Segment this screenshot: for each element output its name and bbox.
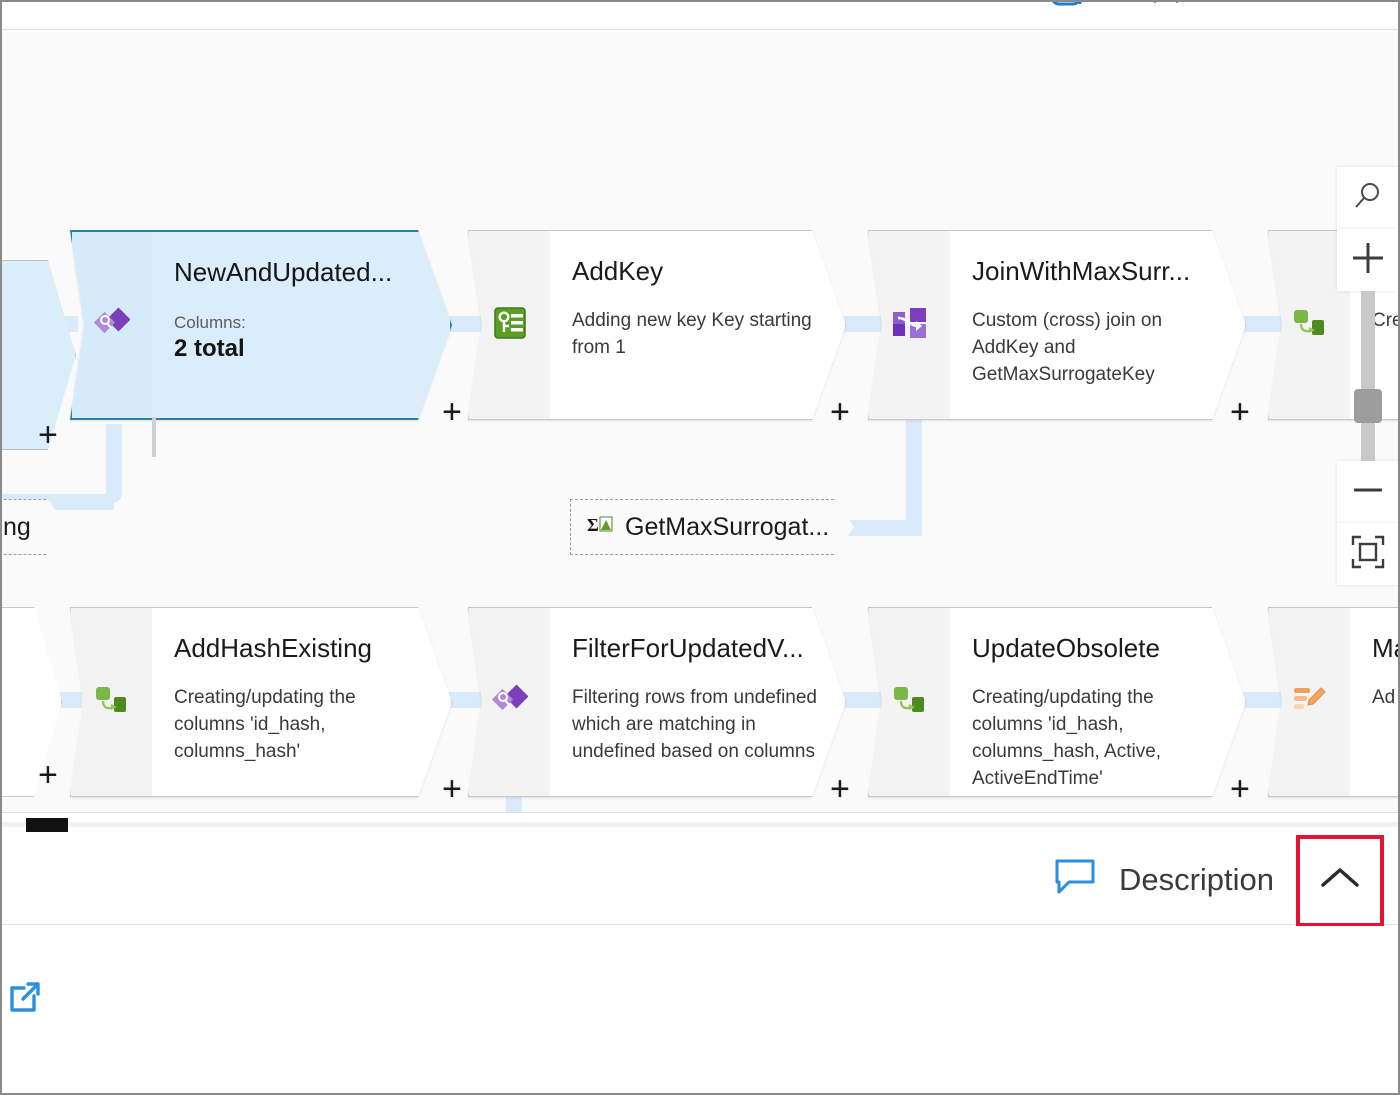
toolbar-icon-group bbox=[1046, 2, 1288, 14]
description-detail-pane bbox=[2, 926, 1398, 1093]
node-body[interactable]: AddHashExisting Creating/updating the co… bbox=[152, 607, 452, 797]
node-title: JoinWithMaxSurr... bbox=[972, 256, 1191, 286]
add-node-plus-left[interactable]: + bbox=[38, 416, 58, 454]
node-description: Cre col col M bbox=[1372, 309, 1393, 331]
connector-getmax-vertical bbox=[906, 412, 922, 528]
node-description: Ad row bbox=[1372, 686, 1396, 708]
node-body[interactable]: AddKey Adding new key Key starting from … bbox=[550, 230, 846, 420]
description-collapse-button[interactable] bbox=[1296, 834, 1384, 927]
node-icon-pane bbox=[70, 607, 152, 797]
canvas-vertical-divider-mark bbox=[152, 417, 156, 457]
node-description: Creating/updating the columns 'id_hash, … bbox=[174, 686, 356, 762]
zoom-out-button[interactable] bbox=[1337, 461, 1398, 523]
data-preview-icon[interactable] bbox=[1046, 2, 1088, 14]
zoom-in-button[interactable] bbox=[1337, 229, 1398, 291]
node-description: Creating/updating the columns 'id_hash, … bbox=[972, 686, 1162, 789]
connector-getmax-horizontal bbox=[842, 520, 922, 536]
node-description: Custom (cross) join on AddKey and GetMax… bbox=[972, 309, 1163, 385]
node-icon-pane bbox=[70, 230, 152, 420]
filter-purple-icon bbox=[491, 682, 529, 723]
flow-canvas[interactable]: e + + NewAndUpdated... Columns: 2 total bbox=[2, 32, 1398, 813]
flow-node-filterforupdatedv[interactable]: FilterForUpdatedV... Filtering rows from… bbox=[468, 607, 850, 806]
node-title: FilterForUpdatedV... bbox=[572, 633, 804, 663]
flow-node-joinwithmaxsurr[interactable]: JoinWithMaxSurr... Custom (cross) join o… bbox=[868, 230, 1250, 429]
comment-bubble-icon bbox=[1053, 858, 1097, 901]
derived-column-green-icon bbox=[893, 685, 927, 720]
settings-slider-icon[interactable] bbox=[1246, 2, 1288, 14]
description-bar: Description bbox=[2, 833, 1398, 927]
flow-node-updateobsolete[interactable]: UpdateObsolete Creating/updating the col… bbox=[868, 607, 1250, 806]
search-icon bbox=[1351, 179, 1385, 218]
open-in-new-window-button[interactable] bbox=[6, 976, 48, 1023]
chevron-up-icon bbox=[1317, 863, 1363, 898]
node-columns-label: Columns: bbox=[174, 312, 246, 332]
flow-node-right-partial-bottom[interactable]: Ma Ad row bbox=[1268, 607, 1398, 797]
collapsed-node-getmaxsurrogate[interactable]: Σ GetMaxSurrogat... bbox=[570, 499, 854, 555]
open-in-new-window-icon bbox=[6, 982, 48, 1022]
zoom-control-panel[interactable] bbox=[1337, 167, 1398, 585]
canvas-horizontal-scrollbar[interactable] bbox=[2, 813, 1398, 835]
node-body[interactable]: FilterForUpdatedV... Filtering rows from… bbox=[550, 607, 846, 797]
plus-icon bbox=[1350, 240, 1386, 281]
add-node-plus-left-bottom[interactable]: + bbox=[38, 756, 58, 794]
add-node-plus[interactable]: + bbox=[442, 770, 462, 808]
svg-text:Σ: Σ bbox=[587, 515, 599, 535]
description-bar-inner: Description bbox=[1053, 833, 1398, 927]
node-icon-pane bbox=[1268, 607, 1350, 797]
scrollbar-thumb[interactable] bbox=[26, 818, 68, 832]
node-title: Ma bbox=[1372, 633, 1394, 663]
add-node-plus[interactable]: + bbox=[1230, 393, 1250, 431]
node-columns-value: 2 total bbox=[174, 334, 245, 362]
top-toolbar bbox=[2, 2, 1398, 30]
search-button[interactable] bbox=[1337, 167, 1398, 229]
zoom-slider-thumb[interactable] bbox=[1354, 389, 1382, 423]
join-purple-icon bbox=[892, 306, 928, 345]
node-body[interactable]: Ma Ad row bbox=[1350, 607, 1398, 797]
connector-node1-elbow-vertical bbox=[106, 424, 122, 502]
flow-node-addhashexisting[interactable]: AddHashExisting Creating/updating the co… bbox=[70, 607, 462, 806]
refresh-icon[interactable] bbox=[1146, 2, 1188, 14]
alter-row-orange-icon bbox=[1293, 685, 1327, 720]
node-icon-pane bbox=[868, 607, 950, 797]
node-body[interactable]: JoinWithMaxSurr... Custom (cross) join o… bbox=[950, 230, 1246, 420]
surrogate-key-green-icon bbox=[493, 306, 527, 345]
derived-column-green-icon bbox=[95, 685, 129, 720]
node-description: Adding new key Key starting from 1 bbox=[572, 309, 812, 358]
zoom-slider-track[interactable] bbox=[1354, 291, 1382, 461]
node-body[interactable]: UpdateObsolete Creating/updating the col… bbox=[950, 607, 1246, 797]
node-title: UpdateObsolete bbox=[972, 633, 1160, 663]
aggregate-sigma-green-icon: Σ bbox=[587, 513, 613, 542]
connector-filter-down bbox=[506, 792, 522, 812]
collapsed-node-label: ng bbox=[3, 512, 31, 541]
node-icon-pane bbox=[468, 230, 550, 420]
flow-node-addkey[interactable]: AddKey Adding new key Key starting from … bbox=[468, 230, 850, 429]
node-body[interactable]: NewAndUpdated... Columns: 2 total bbox=[152, 230, 452, 420]
collapsed-node-label: GetMaxSurrogat... bbox=[625, 512, 830, 541]
minus-icon bbox=[1350, 472, 1386, 513]
fit-to-screen-icon bbox=[1350, 534, 1386, 575]
node-title: NewAndUpdated... bbox=[174, 257, 393, 287]
add-node-plus[interactable]: + bbox=[442, 393, 462, 431]
filter-purple-icon bbox=[93, 305, 131, 346]
add-node-plus[interactable]: + bbox=[830, 393, 850, 431]
description-label: Description bbox=[1118, 861, 1274, 897]
flow-node-newandupdated[interactable]: NewAndUpdated... Columns: 2 total + bbox=[70, 230, 462, 429]
add-node-plus[interactable]: + bbox=[830, 770, 850, 808]
add-node-plus[interactable]: + bbox=[1230, 770, 1250, 808]
node-title: AddHashExisting bbox=[174, 633, 372, 663]
node-icon-pane bbox=[468, 607, 550, 797]
node-icon-pane bbox=[868, 230, 950, 420]
derived-column-green-icon bbox=[1293, 308, 1327, 343]
node-description: Filtering rows from undefined which are … bbox=[572, 686, 817, 762]
node-title: AddKey bbox=[572, 256, 664, 286]
fit-to-screen-button[interactable] bbox=[1337, 523, 1398, 585]
scrollbar-track[interactable] bbox=[2, 822, 1398, 827]
